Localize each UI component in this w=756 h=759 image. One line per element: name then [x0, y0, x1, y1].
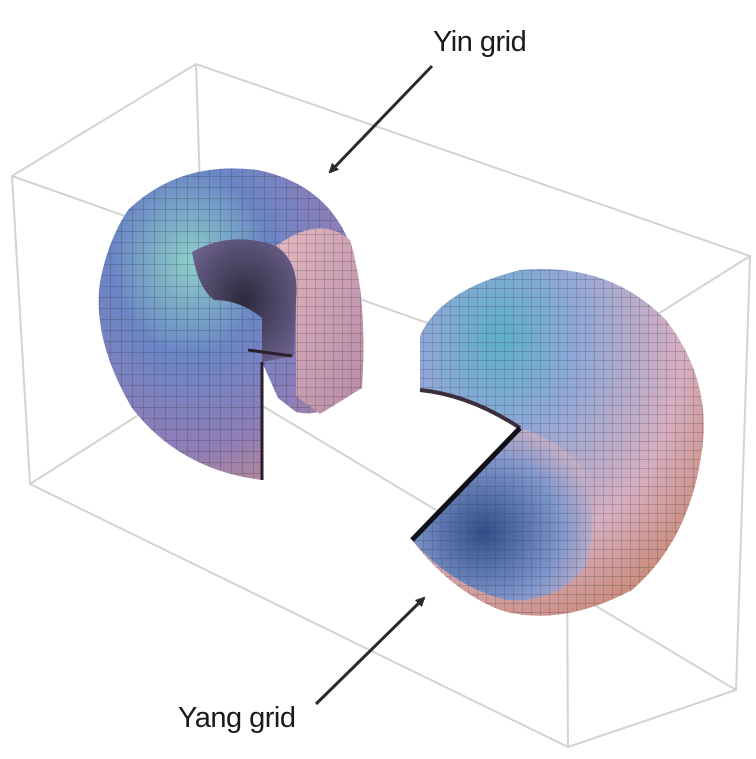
yang-pointer-arrow: [314, 596, 426, 706]
yin-grid-label: Yin grid: [433, 26, 527, 58]
yang-grid-shell: [410, 269, 704, 616]
yang-grid-label: Yang grid: [178, 702, 296, 734]
yin-grid-shell: [98, 168, 364, 480]
yin-pointer-arrow: [328, 64, 434, 174]
